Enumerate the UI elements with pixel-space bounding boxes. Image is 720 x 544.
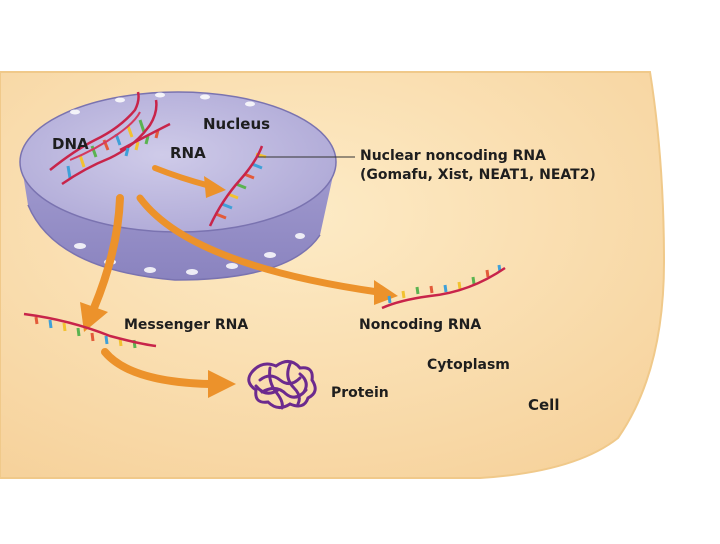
rna-label: RNA [170, 144, 206, 162]
nuclear-ncrna-strand [208, 145, 267, 227]
arrow-head-protein [208, 370, 236, 398]
nuclear-ncrna-examples: (Gomafu, Xist, NEAT1, NEAT2) [360, 167, 596, 183]
mrna-strand [23, 312, 157, 349]
cell-label: Cell [528, 396, 560, 414]
arrow-head-ncrna [374, 280, 398, 305]
nucleus-label: Nucleus [203, 115, 271, 133]
arrow-head-mrna [80, 302, 108, 332]
noncoding-rna-label: Noncoding RNA [359, 317, 482, 333]
nucleus-icon [19, 91, 337, 281]
protein-icon [247, 360, 317, 410]
ncrna-strand [381, 264, 506, 310]
rna-strand-icon [119, 122, 171, 157]
cytoplasm-label: Cytoplasm [427, 357, 510, 373]
arrow-head-nuclear [204, 176, 226, 198]
dna-label: DNA [52, 135, 89, 153]
nuclear-ncrna-label: Nuclear noncoding RNA [360, 148, 546, 164]
arrow-icon [90, 165, 382, 388]
messenger-rna-label: Messenger RNA [124, 317, 249, 333]
protein-label: Protein [331, 385, 389, 401]
